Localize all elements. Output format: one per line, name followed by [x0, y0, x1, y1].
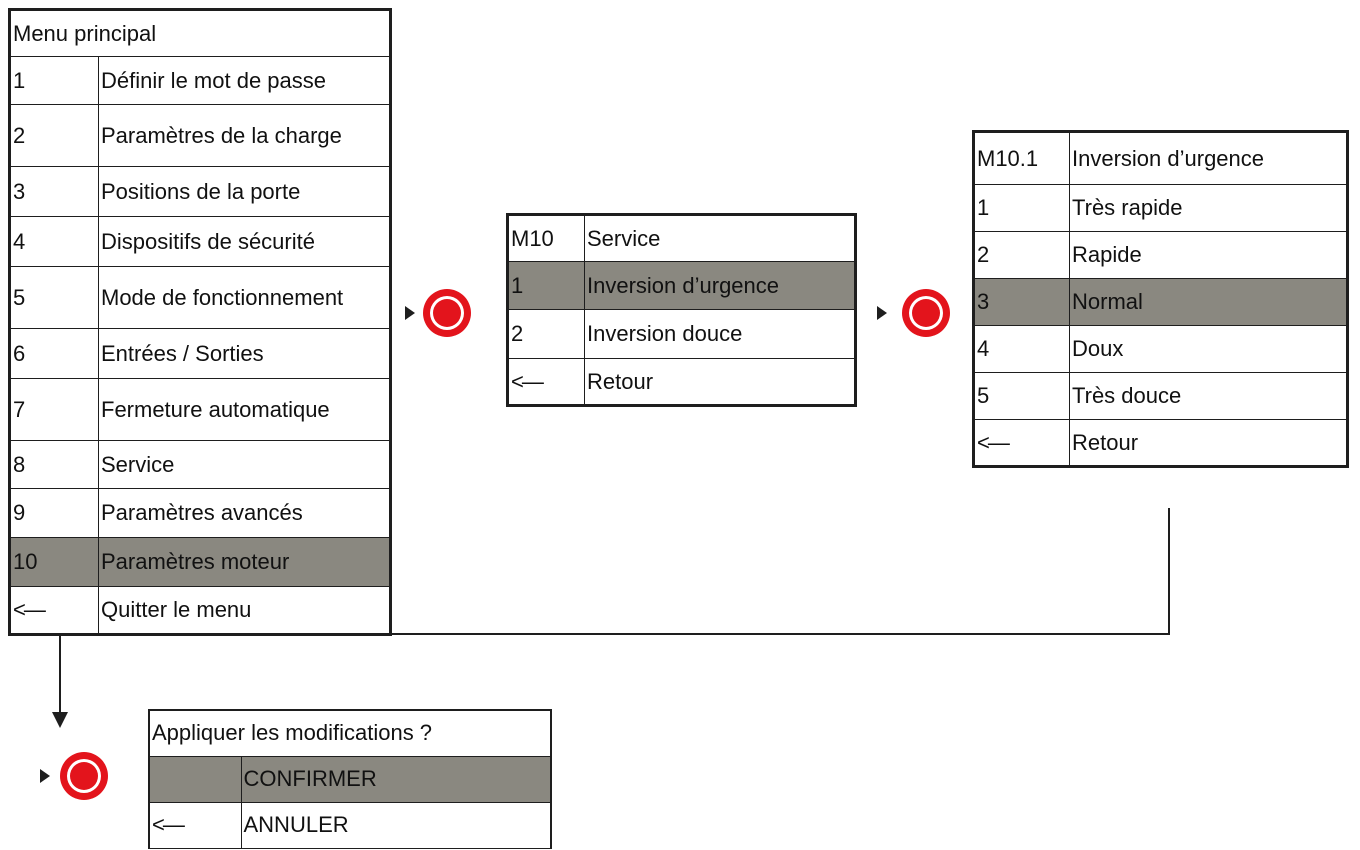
dialog-title: Appliquer les modifications ?	[148, 709, 552, 757]
menu-item-selected[interactable]: 3 Normal	[973, 278, 1348, 326]
menu-item-number: 6	[9, 328, 99, 379]
menu-item-label: Quitter le menu	[98, 586, 391, 635]
menu-title: Service	[584, 214, 856, 262]
menu-item-number: 3	[9, 166, 99, 217]
menu-item-number: 4	[973, 325, 1070, 373]
menu-item[interactable]: 6 Entrées / Sorties	[9, 328, 391, 379]
menu-item[interactable]: 2 Inversion douce	[507, 309, 856, 359]
menu-item-label: Normal	[1069, 278, 1348, 326]
menu-item-label: Service	[98, 440, 391, 489]
menu-item-label: Très douce	[1069, 372, 1348, 420]
menu-item[interactable]: 3 Positions de la porte	[9, 166, 391, 217]
back-arrow-icon: <—	[973, 419, 1070, 467]
menu-item[interactable]: 8 Service	[9, 440, 391, 489]
menu-item-label: Entrées / Sorties	[98, 328, 391, 379]
cancel-option[interactable]: <— ANNULER	[148, 801, 552, 849]
menu-item-label: Paramètres de la charge	[98, 104, 391, 167]
service-menu: M10 Service 1 Inversion d’urgence 2 Inve…	[506, 213, 857, 407]
menu-item-selected[interactable]: 10 Paramètres moteur	[9, 537, 391, 587]
menu-item-label: Fermeture automatique	[98, 378, 391, 441]
menu-code: M10.1	[973, 131, 1070, 185]
back-arrow-icon: <—	[148, 801, 242, 849]
menu-item-label: Retour	[1069, 419, 1348, 467]
menu-item-number: 1	[973, 184, 1070, 232]
menu-item-label: Très rapide	[1069, 184, 1348, 232]
menu-title: Inversion d’urgence	[1069, 131, 1348, 185]
menu-item-back[interactable]: <— Retour	[973, 419, 1348, 467]
menu-item[interactable]: 9 Paramètres avancés	[9, 488, 391, 538]
menu-item-label: Positions de la porte	[98, 166, 391, 217]
menu-item-label: Définir le mot de passe	[98, 56, 391, 105]
menu-item-label: Inversion douce	[584, 309, 856, 359]
menu-item-label: Rapide	[1069, 231, 1348, 279]
flow-connector-line	[59, 508, 1170, 712]
menu-item[interactable]: 2 Rapide	[973, 231, 1348, 279]
confirm-label: CONFIRMER	[240, 755, 552, 803]
down-arrow-icon	[52, 712, 68, 728]
menu-item-label: Doux	[1069, 325, 1348, 373]
menu-item[interactable]: 5 Très douce	[973, 372, 1348, 420]
menu-item[interactable]: 7 Fermeture automatique	[9, 378, 391, 441]
menu-item-number: 9	[9, 488, 99, 538]
back-arrow-icon: <—	[9, 586, 99, 635]
play-arrow-icon	[877, 306, 887, 320]
menu-item-label: Paramètres avancés	[98, 488, 391, 538]
menu-item-label: Retour	[584, 358, 856, 406]
menu-item-back[interactable]: <— Quitter le menu	[9, 586, 391, 635]
menu-item-back[interactable]: <— Retour	[507, 358, 856, 406]
emergency-reverse-menu: M10.1 Inversion d’urgence 1 Très rapide …	[972, 130, 1349, 468]
cancel-label: ANNULER	[240, 801, 552, 849]
menu-item-number: 4	[9, 216, 99, 267]
menu-item-number: 2	[973, 231, 1070, 279]
menu-item[interactable]: 4 Doux	[973, 325, 1348, 373]
main-menu-title: Menu principal	[9, 9, 391, 57]
menu-item-number: 5	[973, 372, 1070, 420]
back-arrow-icon: <—	[507, 358, 585, 406]
apply-changes-dialog: Appliquer les modifications ? CONFIRMER …	[148, 709, 552, 849]
menu-item[interactable]: 1 Très rapide	[973, 184, 1348, 232]
menu-item-number: 10	[9, 537, 99, 587]
play-arrow-icon	[40, 769, 50, 783]
menu-item-label: Paramètres moteur	[98, 537, 391, 587]
menu-item-label: Mode de fonctionnement	[98, 266, 391, 329]
menu-code: M10	[507, 214, 585, 262]
menu-item-number: 1	[507, 261, 585, 310]
stop-button-icon	[423, 289, 471, 337]
menu-item[interactable]: 1 Définir le mot de passe	[9, 56, 391, 105]
main-menu: Menu principal 1 Définir le mot de passe…	[8, 8, 392, 636]
menu-item-number: 2	[507, 309, 585, 359]
menu-item-number: 8	[9, 440, 99, 489]
menu-item-number: 7	[9, 378, 99, 441]
menu-item-number: 1	[9, 56, 99, 105]
stop-button-icon	[60, 752, 108, 800]
menu-item-label: Dispositifs de sécurité	[98, 216, 391, 267]
confirm-option[interactable]: CONFIRMER	[148, 755, 552, 803]
menu-item-number: 2	[9, 104, 99, 167]
menu-item[interactable]: 5 Mode de fonctionnement	[9, 266, 391, 329]
menu-item-selected[interactable]: 1 Inversion d’urgence	[507, 261, 856, 310]
menu-item[interactable]: 4 Dispositifs de sécurité	[9, 216, 391, 267]
menu-item-number	[148, 755, 242, 803]
stop-button-icon	[902, 289, 950, 337]
menu-item-number: 5	[9, 266, 99, 329]
menu-item[interactable]: 2 Paramètres de la charge	[9, 104, 391, 167]
menu-item-number: 3	[973, 278, 1070, 326]
play-arrow-icon	[405, 306, 415, 320]
menu-item-label: Inversion d’urgence	[584, 261, 856, 310]
